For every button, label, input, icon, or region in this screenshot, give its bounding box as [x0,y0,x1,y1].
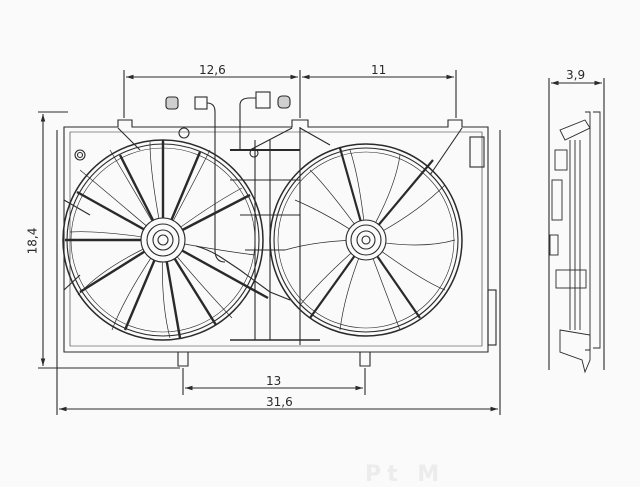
dim-label-side-depth: 3,9 [566,68,586,82]
left-fan [62,139,269,341]
connector-4 [277,95,291,109]
connector-1 [165,96,179,110]
shroud [63,119,497,367]
dimension-lines [38,70,605,415]
dim-label-bottom-span: 13 [266,374,282,388]
dim-label-top-left: 12,6 [199,63,226,77]
side-view [549,111,601,374]
wiring-connectors [165,91,291,301]
dim-label-height: 18,4 [25,227,40,255]
right-fan [269,143,463,337]
connector-2 [194,96,208,110]
dim-label-top-right: 11 [371,63,387,77]
dim-label-overall-width: 31,6 [266,395,293,409]
watermark: Pt M [365,462,446,487]
connector-3 [255,91,271,109]
